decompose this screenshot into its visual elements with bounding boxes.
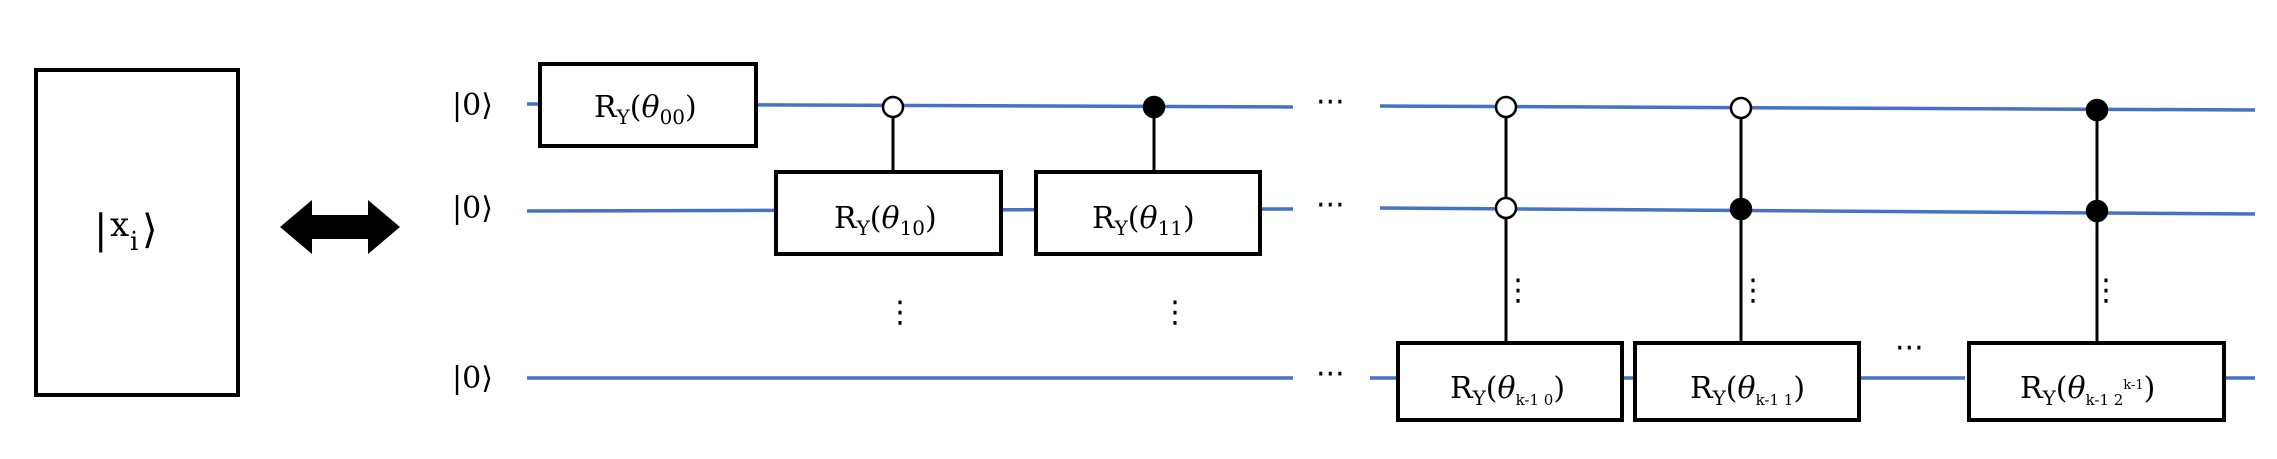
gate-ry-11-open: ( (1128, 201, 1140, 236)
gate-ry-k12-index: k-1 2 (2086, 391, 2124, 409)
gate-ry-11-close: ) (1183, 201, 1195, 236)
open-control-dot (1729, 96, 1753, 120)
gate-ry-10-index: 10 (900, 216, 925, 240)
open-control-dot (881, 95, 905, 119)
gate-ry-11-theta: θ (1140, 201, 1158, 236)
h-ellipsis-gates: ··· (1895, 331, 1924, 366)
gate-ry-11-base: R (1092, 201, 1116, 236)
gate-ry-10-base: R (834, 201, 858, 236)
double-headed-arrow-icon (280, 200, 400, 254)
svg-text:RY(θk-1 2k-1): RY(θk-1 2k-1) (2020, 371, 2155, 410)
gate-ry-10-open: ( (870, 201, 882, 236)
svg-text:RY(θk-1 0): RY(θk-1 0) (1450, 371, 1565, 410)
svg-text:RY(θk-1 1): RY(θk-1 1) (1690, 371, 1805, 410)
gate-ry-k12-open: ( (2056, 371, 2068, 406)
input-state-bar: | (94, 207, 107, 253)
wire-qubit-0-segment-2 (1379, 104, 2256, 112)
gate-ry-10-close: ) (925, 201, 937, 236)
gate-ry-k11-theta: θ (1738, 371, 1756, 406)
svg-text:RY(θ11): RY(θ11) (1092, 201, 1195, 240)
gate-ry-k10-base: R (1450, 371, 1474, 406)
gate-ry-k11: RY(θk-1 1) (1633, 341, 1861, 422)
gate-ry-00-index: 00 (660, 105, 685, 129)
gate-ry-k10-open: ( (1486, 371, 1498, 406)
gate-ry-k12-superscript: k-1 (2123, 378, 2143, 393)
gate-ry-k10-close: ) (1553, 371, 1565, 406)
closed-control-dot (2085, 199, 2109, 223)
svg-text:RY(θ00): RY(θ00) (594, 90, 697, 129)
gate-ry-00-close: ) (685, 90, 697, 125)
gate-ry-k10-index: k-1 0 (1516, 391, 1554, 409)
gate-ry-k12: RY(θk-1 2k-1) (1967, 341, 2226, 422)
open-control-dot (1494, 95, 1518, 119)
gate-ry-k11-base: R (1690, 371, 1714, 406)
input-state-subscript: i (130, 227, 138, 257)
open-control-dot (1494, 196, 1518, 220)
gate-ry-k10: RY(θk-1 0) (1396, 341, 1624, 422)
gate-ry-10: RY(θ10) (774, 170, 1003, 256)
gate-ry-k11-y: Y (1712, 386, 1727, 410)
gate-ry-11-index: 11 (1158, 216, 1183, 240)
input-state-symbol: x (110, 205, 129, 245)
h-ellipsis-qubit-2: ··· (1316, 357, 1345, 392)
v-ellipsis-2: ⋮ (1160, 295, 1190, 330)
gate-ry-10-y: Y (856, 216, 871, 240)
gate-ry-k11-index: k-1 1 (1756, 391, 1794, 409)
gate-ry-k12-base: R (2020, 371, 2044, 406)
h-ellipsis-qubit-0: ··· (1316, 85, 1345, 120)
h-ellipsis-qubit-1: ··· (1316, 188, 1345, 223)
input-state-angle: ⟩ (142, 207, 158, 253)
wire-qubit-1-segment-2 (1379, 206, 2256, 216)
gate-ry-11: RY(θ11) (1034, 170, 1262, 256)
gate-ry-k12-y: Y (2042, 386, 2057, 410)
gate-ry-11-y: Y (1114, 216, 1129, 240)
gate-ry-k12-theta: θ (2068, 371, 2086, 406)
qubit-label-0: |0⟩ (452, 88, 493, 123)
closed-control-dot (1142, 95, 1166, 119)
gate-ry-00-theta: θ (642, 90, 660, 125)
gate-ry-k12-close: ) (2144, 371, 2156, 406)
gate-ry-k11-open: ( (1726, 371, 1738, 406)
qubit-label-2: |0⟩ (452, 361, 493, 396)
gate-ry-00-open: ( (630, 90, 642, 125)
gate-ry-10-theta: θ (882, 201, 900, 236)
closed-control-dot (1729, 197, 1753, 221)
gate-ry-00-y: Y (616, 105, 631, 129)
qubit-label-1: |0⟩ (452, 191, 493, 226)
svg-text:RY(θ10): RY(θ10) (834, 201, 937, 240)
v-ellipsis-1: ⋮ (885, 295, 915, 330)
v-ellipsis-4: ⋮ (1738, 273, 1768, 308)
v-ellipsis-3: ⋮ (1503, 273, 1533, 308)
gate-ry-k11-close: ) (1793, 371, 1805, 406)
closed-control-dot (2085, 98, 2109, 122)
gate-ry-00-base: R (594, 90, 618, 125)
gate-ry-k10-theta: θ (1498, 371, 1516, 406)
gate-ry-k10-y: Y (1472, 386, 1487, 410)
input-state-box (34, 68, 240, 397)
gate-ry-00: RY(θ00) (538, 62, 758, 148)
